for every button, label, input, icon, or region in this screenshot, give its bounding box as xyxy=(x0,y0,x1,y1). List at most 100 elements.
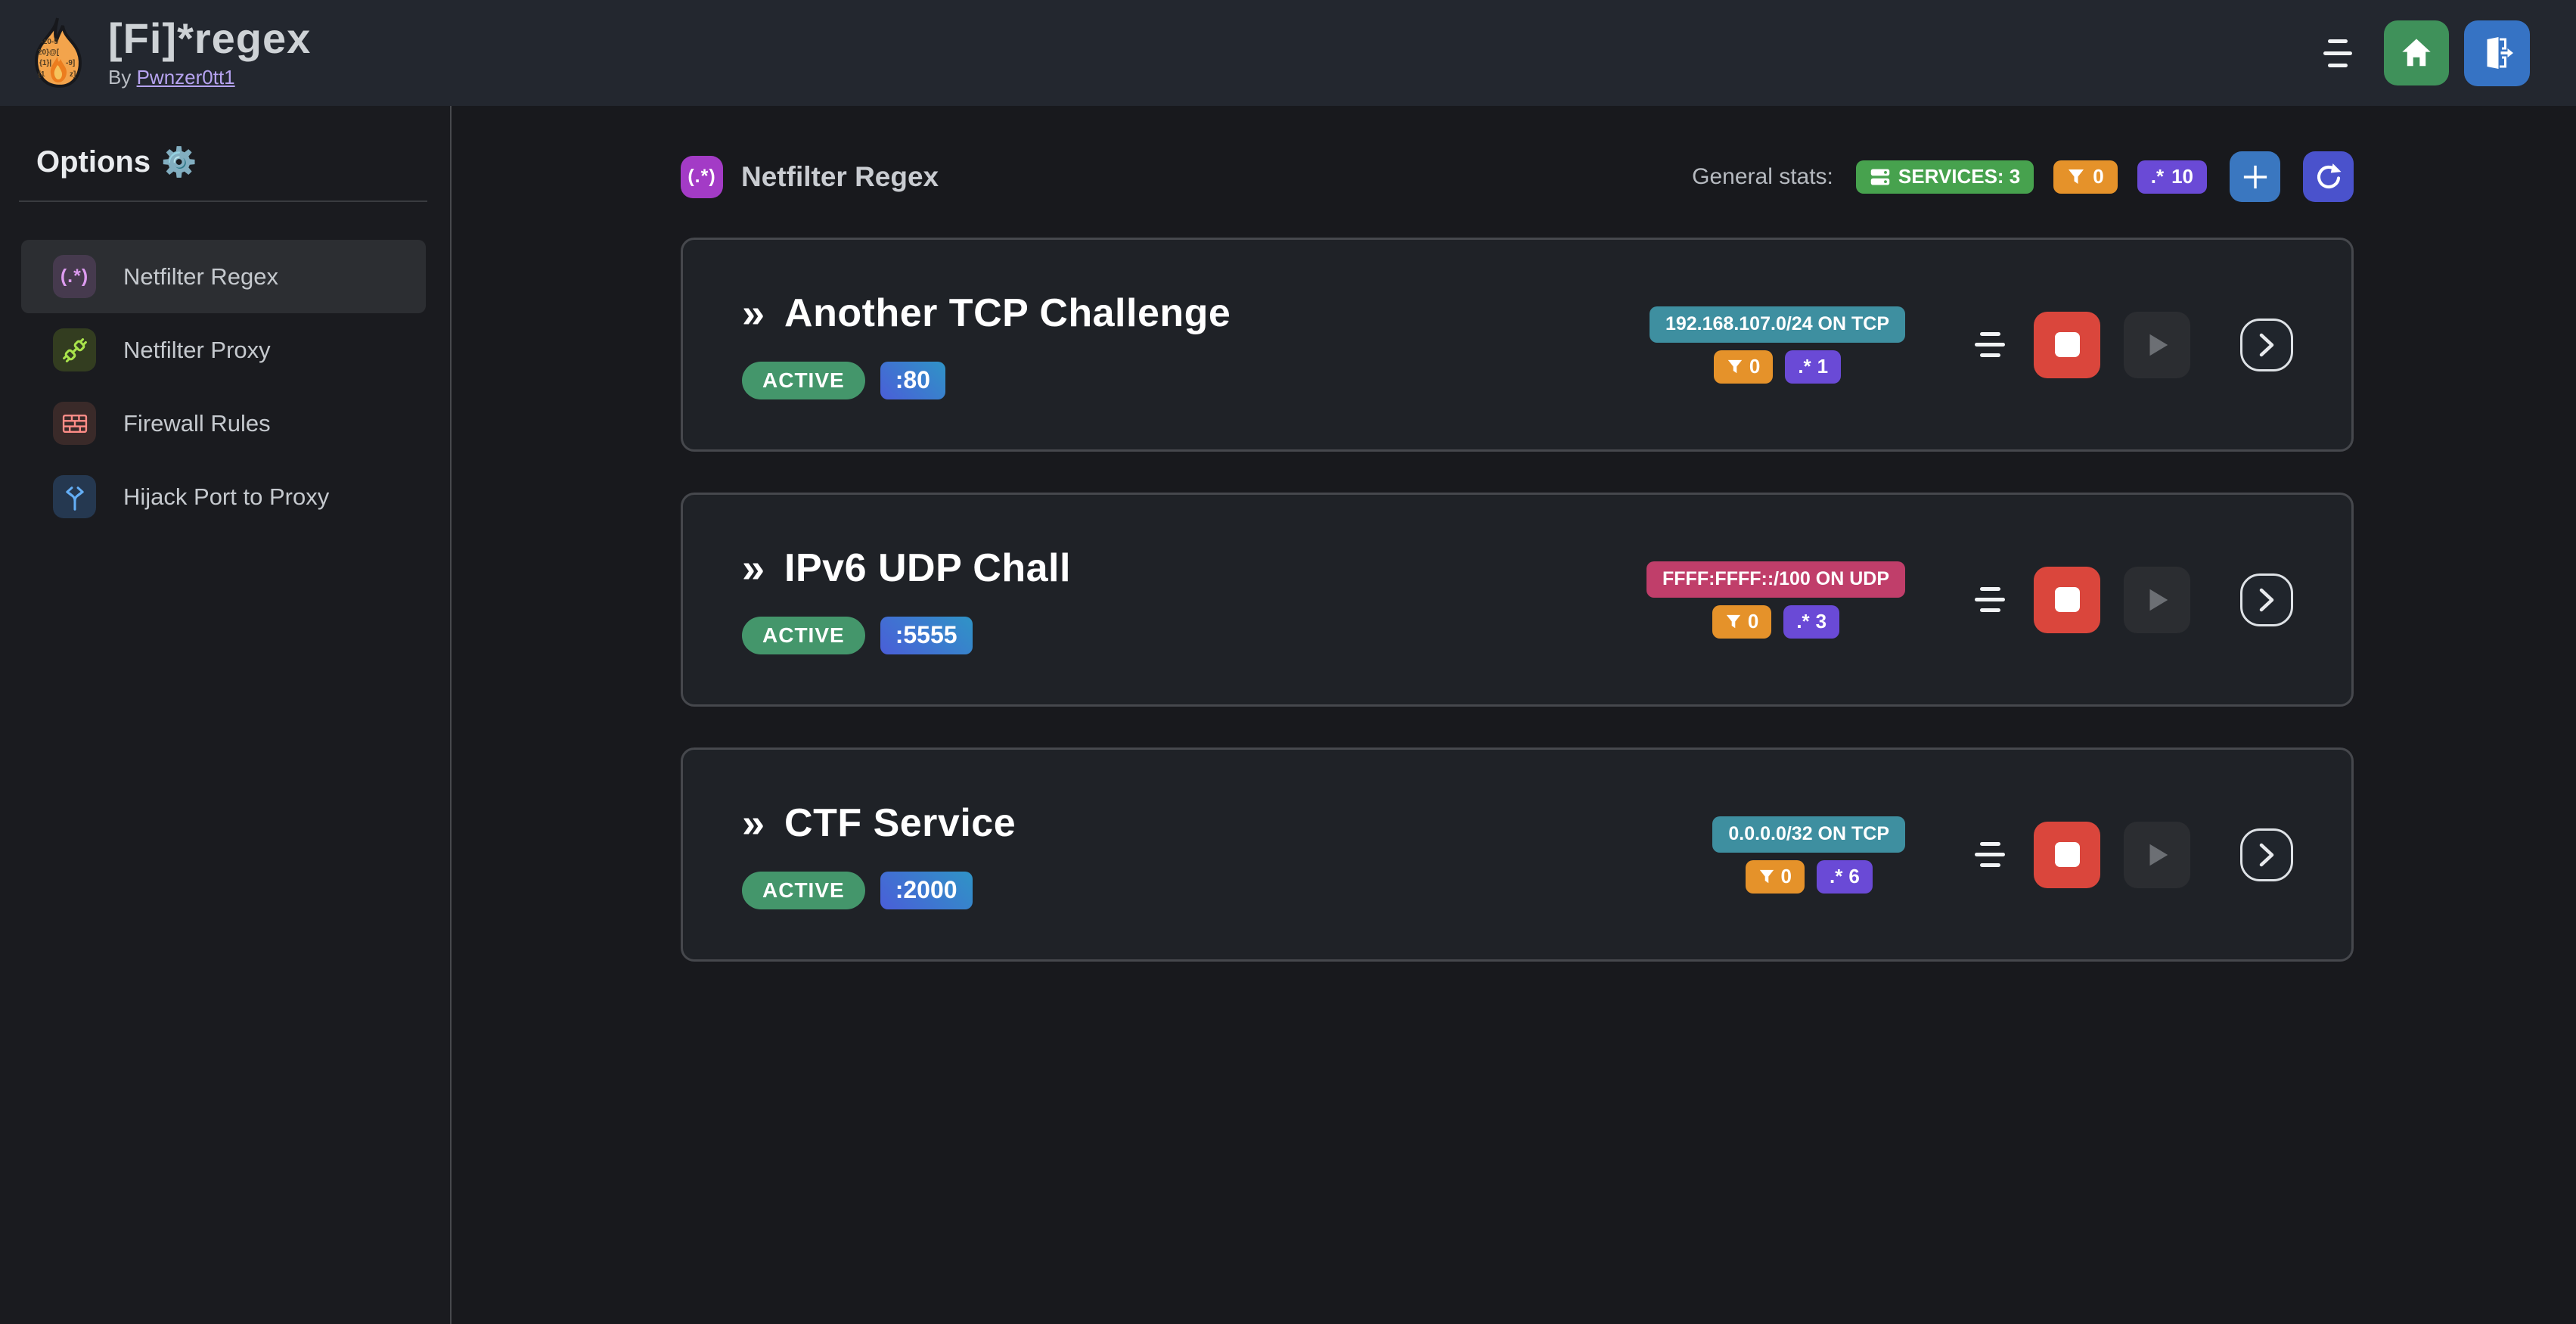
network-badge: 192.168.107.0/24 ON TCP xyxy=(1649,306,1905,343)
port-badge: :80 xyxy=(880,361,945,399)
svg-text:{1: {1 xyxy=(38,70,45,79)
service-card: » Another TCP Challenge ACTIVE :80 192.1… xyxy=(681,238,2354,452)
logout-icon xyxy=(2487,37,2513,69)
funnel-icon xyxy=(1727,359,1743,373)
stop-icon xyxy=(2054,332,2080,357)
server-icon xyxy=(1870,169,1890,185)
filters-count-badge: 0 xyxy=(2053,160,2118,194)
sidebar-item-netfilter-regex[interactable]: (.*) Netfilter Regex xyxy=(21,240,426,313)
add-service-button[interactable] xyxy=(2230,151,2280,202)
refresh-button[interactable] xyxy=(2303,151,2354,202)
stop-button[interactable] xyxy=(2034,566,2100,633)
service-menu-icon[interactable] xyxy=(1975,329,2005,361)
section-title: Netfilter Regex xyxy=(741,160,939,192)
double-chevron-icon: » xyxy=(742,290,765,336)
regex-count-badge: .* 3 xyxy=(1783,605,1840,639)
double-chevron-icon: » xyxy=(742,800,765,846)
plus-icon xyxy=(2243,165,2267,188)
regex-count-badge: .* 6 xyxy=(1817,859,1873,894)
refresh-icon xyxy=(2317,163,2341,188)
status-badge: ACTIVE xyxy=(742,871,865,909)
funnel-icon xyxy=(1726,614,1741,628)
dot-star-icon: .* xyxy=(1796,610,1810,632)
filter-count-badge: 0 xyxy=(1745,859,1805,894)
chevron-right-icon xyxy=(2259,843,2274,866)
svg-text:z]: z] xyxy=(70,70,76,79)
funnel-icon xyxy=(1759,869,1774,883)
sidebar-item-label: Netfilter Proxy xyxy=(123,336,271,363)
brand-text: [Fi]*regex By Pwnzer0tt1 xyxy=(108,14,312,89)
netfilter-regex-icon: (.*) xyxy=(681,155,723,198)
chevron-right-icon xyxy=(2259,588,2274,611)
content-header: (.*) Netfilter Regex General stats: SERV… xyxy=(681,151,2354,202)
dot-star-icon: .* xyxy=(2150,165,2165,188)
byline-prefix: By xyxy=(108,65,132,89)
sidebar-item-label: Netfilter Regex xyxy=(123,263,279,290)
byline: By Pwnzer0tt1 xyxy=(108,66,311,89)
sidebar-item-label: Firewall Rules xyxy=(123,409,271,437)
services-count-badge: SERVICES: 3 xyxy=(1855,160,2034,194)
play-icon xyxy=(2149,334,2168,356)
home-button[interactable] xyxy=(2384,20,2449,85)
brick-wall-icon xyxy=(53,402,96,445)
stop-button[interactable] xyxy=(2034,311,2100,378)
port-badge: :5555 xyxy=(880,616,973,654)
svg-text:-z0-9: -z0-9 xyxy=(41,38,58,46)
sidebar-item-label: Hijack Port to Proxy xyxy=(123,483,330,510)
status-badge: ACTIVE xyxy=(742,616,865,654)
sidebar-item-netfilter-proxy[interactable]: Netfilter Proxy xyxy=(21,313,426,387)
play-button[interactable] xyxy=(2124,311,2190,378)
play-icon xyxy=(2149,589,2168,611)
app-header: -z0-9 20}@[ {1}| -9] {1 z] [Fi]*regex By… xyxy=(0,0,2576,106)
service-title: IPv6 UDP Chall xyxy=(784,545,1071,590)
logout-button[interactable] xyxy=(2464,20,2530,86)
general-stats-label: General stats: xyxy=(1692,163,1833,189)
regex-count-badge: .* 1 xyxy=(1785,350,1842,384)
gear-icon: ⚙️ xyxy=(161,146,197,179)
open-service-button[interactable] xyxy=(2240,828,2293,881)
port-badge: :2000 xyxy=(880,871,973,909)
play-button[interactable] xyxy=(2124,566,2190,633)
sidebar-list: (.*) Netfilter Regex Netfilter Pr xyxy=(0,240,450,533)
sidebar-heading: Options ⚙️ xyxy=(36,145,450,179)
options-heading-label: Options xyxy=(36,145,151,179)
home-icon xyxy=(2402,39,2431,67)
plug-icon xyxy=(53,328,96,371)
stop-icon xyxy=(2054,842,2080,867)
service-card: » IPv6 UDP Chall ACTIVE :5555 FFFF:FFFF:… xyxy=(681,493,2354,707)
service-title: CTF Service xyxy=(784,800,1016,845)
chevron-right-icon xyxy=(2259,333,2274,356)
app-title: [Fi]*regex xyxy=(108,14,312,63)
service-list: » Another TCP Challenge ACTIVE :80 192.1… xyxy=(681,238,2354,962)
service-menu-icon[interactable] xyxy=(1975,839,2005,871)
filter-count-badge: 0 xyxy=(1712,605,1772,639)
flame-logo-icon: -z0-9 20}@[ {1}| -9] {1 z] xyxy=(35,17,82,88)
author-link[interactable]: Pwnzer0tt1 xyxy=(136,65,235,89)
status-badge: ACTIVE xyxy=(742,361,865,399)
open-service-button[interactable] xyxy=(2240,573,2293,626)
play-button[interactable] xyxy=(2124,821,2190,888)
sidebar-item-hijack-port[interactable]: Hijack Port to Proxy xyxy=(21,460,426,533)
sidebar-item-firewall-rules[interactable]: Firewall Rules xyxy=(21,387,426,460)
filter-count-badge: 0 xyxy=(1713,350,1774,384)
split-arrows-icon xyxy=(53,475,96,518)
play-icon xyxy=(2149,844,2168,866)
svg-text:{1}|: {1}| xyxy=(39,59,51,67)
svg-text:-9]: -9] xyxy=(66,59,75,67)
service-title: Another TCP Challenge xyxy=(784,291,1231,335)
open-service-button[interactable] xyxy=(2240,318,2293,371)
header-actions xyxy=(2323,20,2530,86)
stop-button[interactable] xyxy=(2034,821,2100,888)
header-menu-icon[interactable] xyxy=(2323,35,2352,71)
network-badge: 0.0.0.0/32 ON TCP xyxy=(1712,816,1905,853)
regex-count-badge: .* 10 xyxy=(2137,160,2207,194)
sidebar-divider xyxy=(19,200,427,202)
dot-star-icon: .* xyxy=(1830,865,1843,887)
service-card: » CTF Service ACTIVE :2000 0.0.0.0/32 ON… xyxy=(681,747,2354,962)
network-badge: FFFF:FFFF::/100 ON UDP xyxy=(1646,561,1905,598)
svg-text:20}@[: 20}@[ xyxy=(38,48,60,57)
funnel-icon xyxy=(2069,169,2084,184)
dot-star-icon: .* xyxy=(1798,355,1811,378)
stop-icon xyxy=(2054,587,2080,612)
service-menu-icon[interactable] xyxy=(1975,584,2005,616)
